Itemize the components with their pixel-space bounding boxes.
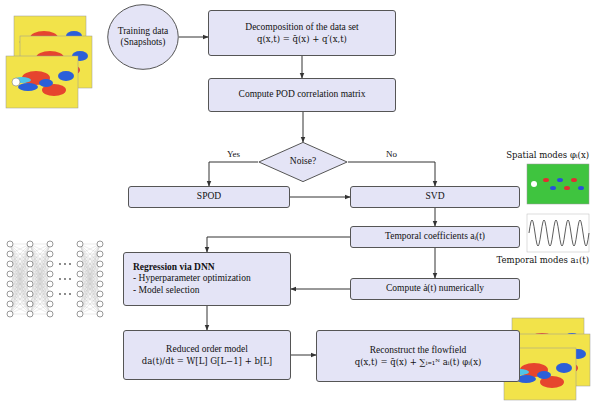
process-box: Temporal coefficients aᵢ(t) (350, 226, 520, 248)
node-text: SPOD (197, 191, 221, 202)
process-box: Regression via DNN- Hyperparameter optim… (123, 252, 291, 306)
node-text: Decomposition of the data set (245, 22, 358, 33)
flow-arrow (435, 248, 436, 278)
process-box: Reconstruct the flowfieldq(x,t) = q̄(x) … (316, 330, 520, 382)
node-text: da(t)/dt = W[L] G[L−1] + b[L] (142, 356, 272, 366)
node-text: Regression via DNN (129, 262, 215, 273)
process-box: Reduced order modelda(t)/dt = W[L] G[L−1… (123, 330, 291, 380)
neural-network (7, 241, 103, 317)
flow-arrow (291, 289, 350, 290)
node-text: q(x,t) = q̄(x) + ∑ᵢ₌₁ᴺ aᵢ(t) φᵢ(x) (355, 357, 482, 367)
node-text: Temporal coefficients aᵢ(t) (385, 231, 485, 242)
flow-arrow (291, 355, 316, 356)
process-box: SPOD (128, 186, 290, 208)
flow-arrow (207, 306, 208, 330)
flow-arrow (435, 208, 436, 226)
spatial-mode-image (527, 164, 589, 204)
image-caption: Spatial modes φᵢ(x) (506, 150, 589, 160)
flow-arrow (348, 162, 435, 186)
node-text: - Model selection (129, 285, 199, 296)
flow-arrow (303, 112, 304, 142)
decision-diamond: Noise? (258, 142, 348, 182)
edge-label: Yes (225, 150, 242, 160)
flow-arrow (290, 197, 350, 198)
node-text: Compute POD correlation matrix (239, 89, 366, 100)
flow-arrow (207, 237, 350, 252)
node-text: Noise? (290, 156, 316, 167)
node-text: - Hyperparameter optimization (129, 273, 251, 284)
node-text: Compute ȧ(t) numerically (386, 283, 484, 294)
snapshot-stack-top (6, 16, 92, 108)
image-caption: Temporal modes a₁(t) (497, 255, 589, 265)
process-box: Compute ȧ(t) numerically (350, 278, 520, 300)
process-box: Compute POD correlation matrix (208, 78, 396, 112)
process-box: Decomposition of the data setq(x,t) = q̄… (208, 10, 396, 56)
process-box: SVD (350, 186, 520, 208)
node-text: SVD (425, 191, 444, 202)
temporal-mode-plot (527, 214, 589, 252)
flow-arrow (179, 37, 208, 38)
node-text: Reconstruct the flowfield (370, 345, 467, 356)
node-text: q(x,t) = q̄(x) + q′(x,t) (257, 34, 347, 44)
node-text: Reduced order model (166, 344, 248, 355)
data-circle: Training data (Snapshots) (107, 4, 179, 70)
node-text: Training data (Snapshots) (117, 26, 169, 49)
edge-label: No (384, 150, 399, 160)
flow-arrow (302, 56, 303, 78)
flow-arrow (209, 162, 258, 186)
